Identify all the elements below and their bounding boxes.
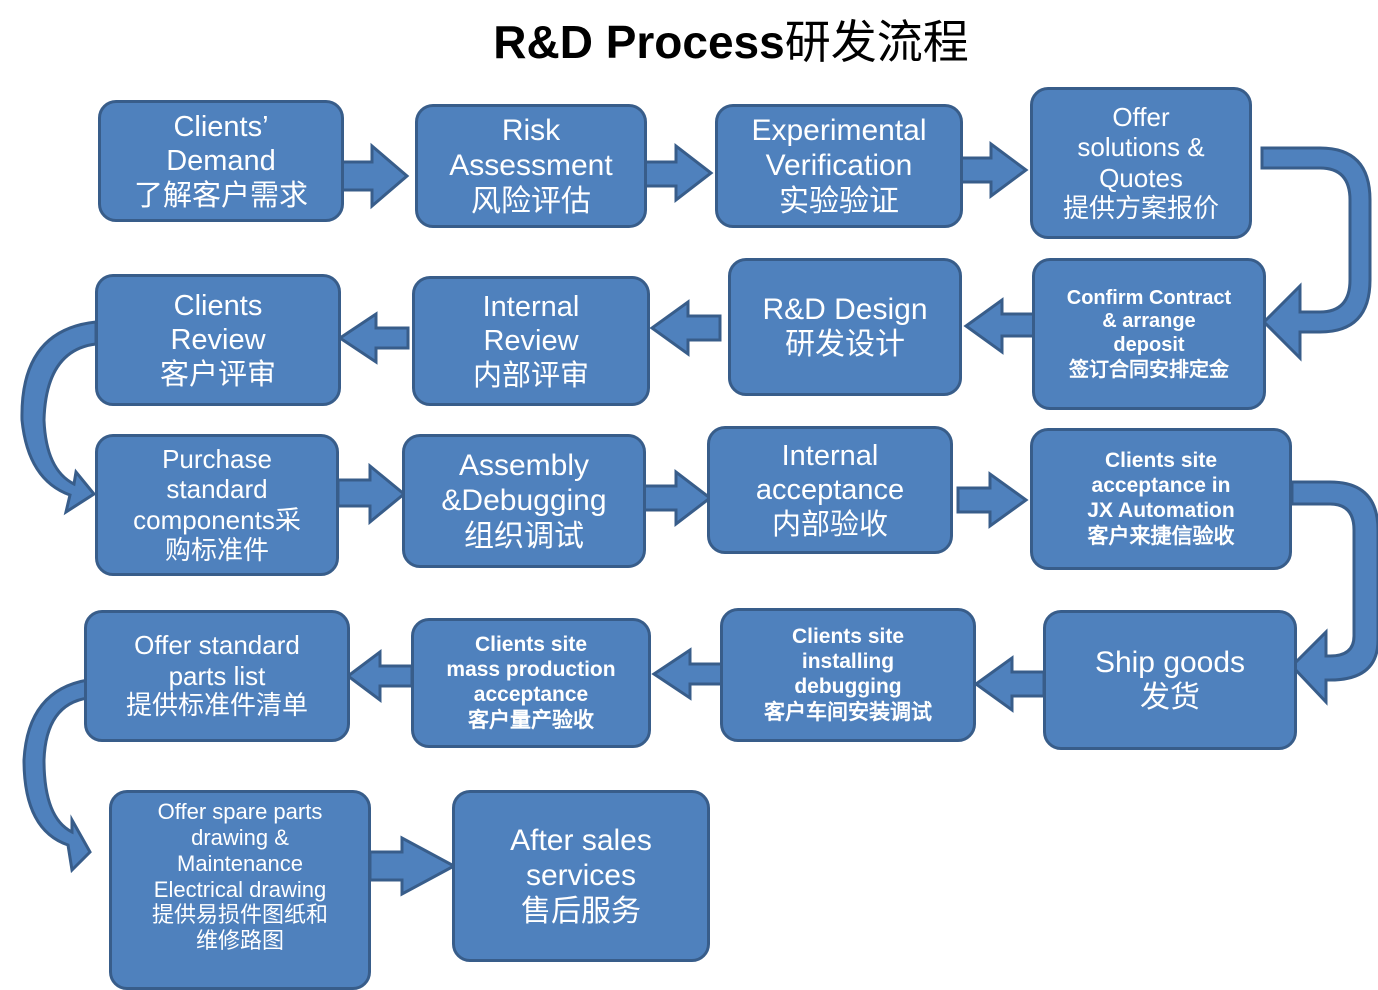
step-label-en: Offer standard parts list xyxy=(134,629,300,691)
step-label-en: Offer solutions & Quotes xyxy=(1077,101,1205,193)
step-ship-goods: Ship goods 发货 xyxy=(1043,610,1297,750)
step-label-zh: 实验验证 xyxy=(779,183,899,219)
step-label-en: Offer spare parts drawing & Maintenance … xyxy=(153,799,327,902)
step-label-zh: 发货 xyxy=(1140,680,1200,715)
step-label-zh: 提供标准件清单 xyxy=(125,691,308,722)
step-clients-demand: Clients’ Demand 了解客户需求 xyxy=(98,100,344,222)
step-label-zh: 内部验收 xyxy=(771,507,888,542)
step-experimental-verification: Experimental Verification 实验验证 xyxy=(715,104,963,228)
step-rd-design: R&D Design 研发设计 xyxy=(728,258,962,396)
title-zh: 研发流程 xyxy=(784,15,969,69)
step-label-en: Experimental Verification xyxy=(751,113,927,183)
step-label-en: Confirm Contract & arrange deposit xyxy=(1066,286,1232,356)
step-label-zh: 提供方案报价 xyxy=(1062,193,1219,224)
step-label-zh: 客户来捷信验收 xyxy=(1087,523,1235,548)
step-mass-production-acceptance: Clients site mass production acceptance … xyxy=(411,618,651,748)
step-label-zh: 客户评审 xyxy=(159,357,276,392)
step-purchase-components: Purchase standard components采 购标准件 xyxy=(95,434,339,576)
step-offer-solutions-quotes: Offer solutions & Quotes 提供方案报价 xyxy=(1030,87,1252,239)
arrow-right-icon xyxy=(642,142,714,204)
step-label-en: Clients site acceptance in JX Automation xyxy=(1087,449,1235,522)
step-assembly-debugging: Assembly &Debugging 组织调试 xyxy=(402,434,646,568)
arrow-right-icon xyxy=(336,462,407,526)
arrow-right-icon xyxy=(368,835,458,897)
step-label-zh: 组织调试 xyxy=(464,518,584,554)
step-label-zh: 了解客户需求 xyxy=(133,178,308,213)
arrow-right-icon xyxy=(642,468,713,528)
step-label-en: Assembly &Debugging xyxy=(441,448,607,518)
step-label-en: R&D Design xyxy=(762,292,928,326)
step-after-sales: After sales services 售后服务 xyxy=(452,790,710,962)
curved-arrow-icon xyxy=(20,320,98,516)
step-label-en: Clients site mass production acceptance xyxy=(446,633,616,706)
step-label-en: Internal Review xyxy=(482,290,580,357)
step-label-zh: 内部评审 xyxy=(472,358,589,393)
arrow-left-icon xyxy=(649,299,722,357)
step-internal-review: Internal Review 内部评审 xyxy=(412,276,650,406)
arrow-left-icon xyxy=(337,311,410,365)
u-turn-arrow-icon xyxy=(1260,146,1372,362)
step-label-zh: 客户车间安装调试 xyxy=(764,699,932,724)
step-label-zh: 购标准件 xyxy=(164,535,269,566)
arrow-right-icon xyxy=(338,142,410,210)
step-label-zh: 研发设计 xyxy=(785,327,905,362)
step-internal-acceptance: Internal acceptance 内部验收 xyxy=(707,426,953,554)
step-label-en: Ship goods xyxy=(1094,645,1246,679)
step-label-en: Internal acceptance xyxy=(755,439,905,506)
curved-arrow-icon xyxy=(22,678,92,874)
step-label-zh: 售后服务 xyxy=(521,893,641,929)
step-label-zh: 风险评估 xyxy=(471,183,591,219)
step-risk-assessment: Risk Assessment 风险评估 xyxy=(415,104,647,228)
step-clients-review: Clients Review 客户评审 xyxy=(95,274,341,406)
arrow-left-icon xyxy=(651,647,724,701)
step-label-zh: 客户量产验收 xyxy=(468,707,594,732)
page-title: R&D Process研发流程 xyxy=(0,6,1378,72)
step-label-en: Purchase standard components采 xyxy=(133,443,301,535)
flow-arrows xyxy=(20,141,1378,897)
arrow-left-icon xyxy=(963,297,1036,355)
arrow-left-icon xyxy=(973,655,1046,713)
step-label-en: Clients’ Demand xyxy=(166,110,276,177)
arrow-right-icon xyxy=(957,141,1029,199)
arrow-left-icon xyxy=(345,649,414,703)
step-label-en: Clients Review xyxy=(170,289,266,356)
step-clients-site-installing: Clients site installing debugging 客户车间安装… xyxy=(720,608,976,742)
step-label-zh: 签订合同安排定金 xyxy=(1069,356,1229,381)
u-turn-arrow-icon xyxy=(1289,480,1378,706)
step-label-zh: 提供易损件图纸和 维修路图 xyxy=(151,902,328,954)
step-offer-spare-parts: Offer spare parts drawing & Maintenance … xyxy=(109,790,371,990)
step-label-en: Clients site installing debugging xyxy=(791,625,905,698)
step-label-en: After sales services xyxy=(510,823,652,893)
title-en: R&D Process xyxy=(493,16,785,68)
step-offer-standard-parts: Offer standard parts list 提供标准件清单 xyxy=(84,610,350,742)
arrow-right-icon xyxy=(956,471,1029,529)
step-clients-site-acceptance: Clients site acceptance in JX Automation… xyxy=(1030,428,1292,570)
step-label-en: Risk Assessment xyxy=(449,113,613,183)
step-confirm-contract: Confirm Contract & arrange deposit 签订合同安… xyxy=(1032,258,1266,410)
